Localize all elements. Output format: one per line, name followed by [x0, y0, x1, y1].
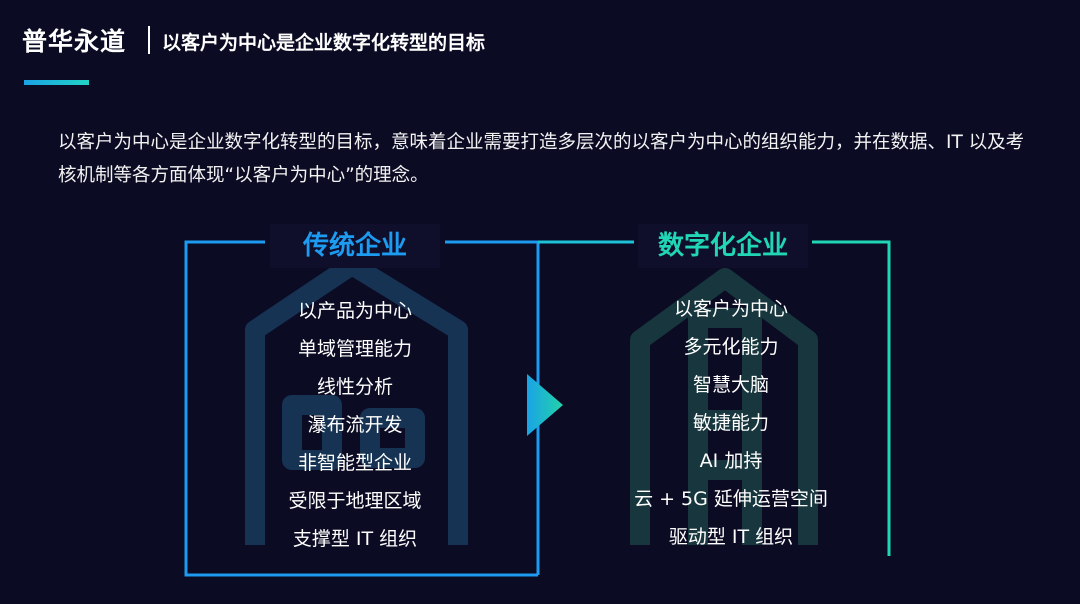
arrow-right-icon — [527, 374, 563, 436]
intro-paragraph: 以客户为中心是企业数字化转型的目标，意味着企业需要打造多层次的以客户为中心的组织… — [58, 132, 1025, 186]
list-item: 非智能型企业 — [297, 452, 412, 474]
list-item: 以客户为中心 — [673, 298, 788, 320]
digital-list: 以客户为中心 多元化能力 智慧大脑 敏捷能力 AI 加持 云 + 5G 延伸运营… — [611, 290, 851, 556]
digital-box — [538, 240, 891, 577]
list-item: 以产品为中心 — [297, 300, 412, 322]
list-item: 敏捷能力 — [692, 412, 769, 434]
brand-logo: 普华永道 — [22, 27, 127, 56]
list-item: 瀑布流开发 — [307, 414, 403, 436]
list-item: 线性分析 — [316, 376, 393, 398]
list-item: 支撑型 IT 组织 — [292, 528, 418, 550]
digital-heading: 数字化企业 — [638, 224, 808, 268]
list-item: 云 + 5G 延伸运营空间 — [634, 488, 828, 510]
building-watermark-icon — [630, 268, 818, 545]
title-divider — [148, 26, 150, 54]
accent-bar — [24, 80, 89, 85]
slide-title: 以客户为中心是企业数字化转型的目标 — [162, 32, 486, 54]
traditional-list: 以产品为中心 单域管理能力 线性分析 瀑布流开发 非智能型企业 受限于地理区域 … — [235, 292, 475, 558]
traditional-heading: 传统企业 — [270, 224, 440, 268]
list-item: 单域管理能力 — [297, 338, 412, 360]
list-item: 驱动型 IT 组织 — [668, 526, 794, 548]
list-item: 受限于地理区域 — [288, 490, 422, 512]
list-item: AI 加持 — [699, 450, 763, 472]
list-item: 多元化能力 — [683, 336, 779, 358]
list-item: 智慧大脑 — [692, 374, 769, 396]
